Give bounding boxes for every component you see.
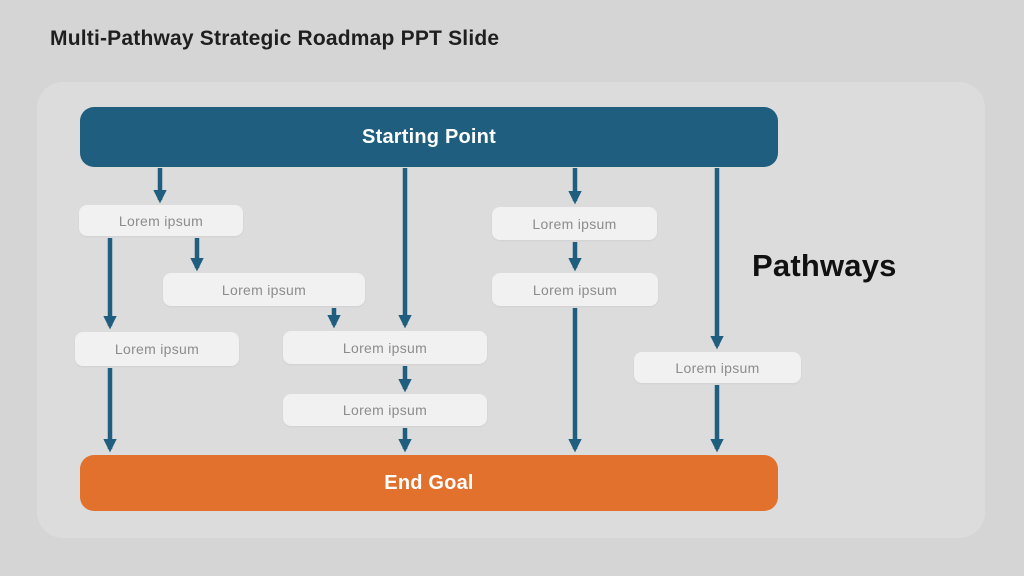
pathways-label: Pathways	[752, 248, 897, 283]
flow-node: Lorem ipsum	[492, 273, 658, 306]
flow-node: Lorem ipsum	[492, 207, 657, 240]
flow-node: Lorem ipsum	[163, 273, 365, 306]
flow-node: Lorem ipsum	[79, 205, 243, 236]
end-goal-bar: End Goal	[80, 455, 778, 511]
flow-node: Lorem ipsum	[283, 394, 487, 426]
flow-node: Lorem ipsum	[283, 331, 487, 364]
flow-node: Lorem ipsum	[634, 352, 801, 383]
starting-point-label: Starting Point	[362, 125, 496, 148]
end-goal-label: End Goal	[384, 471, 474, 494]
flow-node: Lorem ipsum	[75, 332, 239, 366]
starting-point-bar: Starting Point	[80, 107, 778, 167]
slide-title: Multi-Pathway Strategic Roadmap PPT Slid…	[50, 27, 500, 50]
